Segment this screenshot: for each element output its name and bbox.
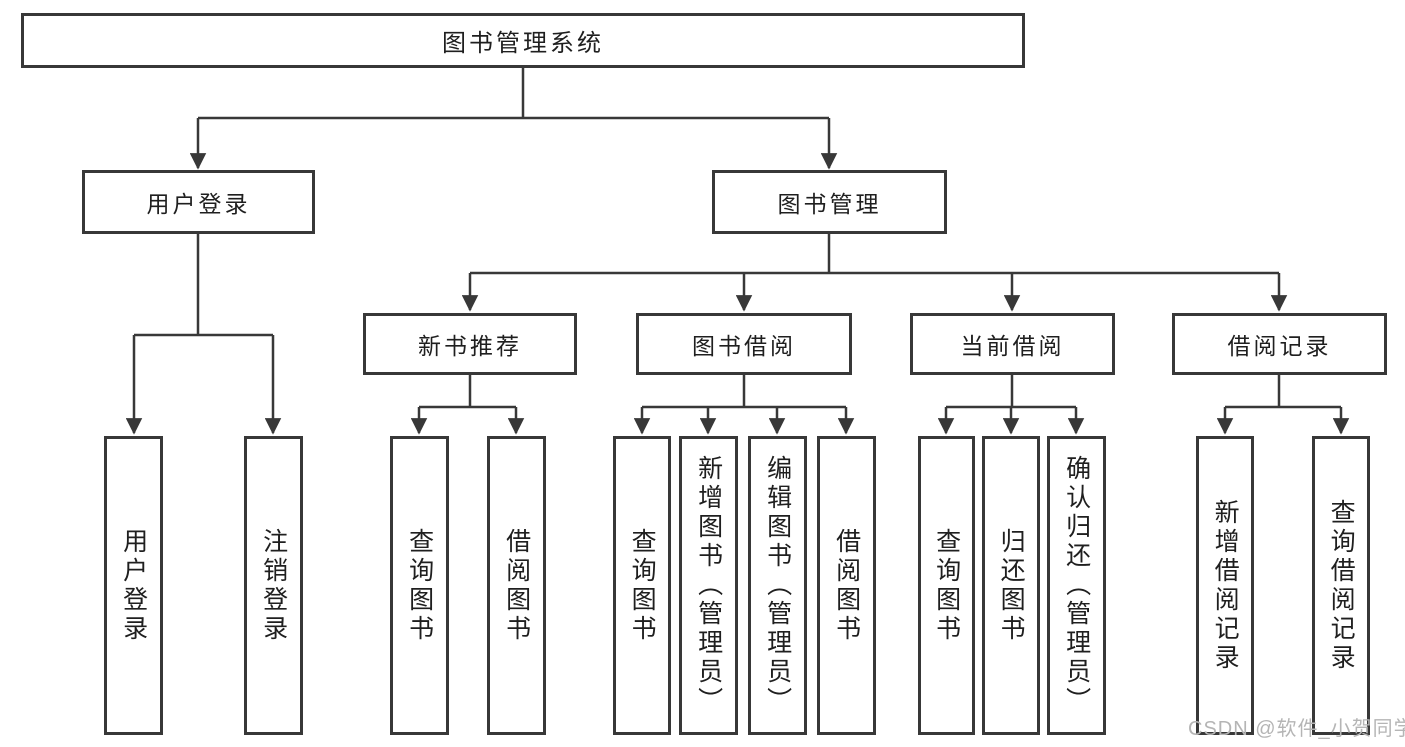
leaf-logout-label: 注销登录: [259, 527, 288, 644]
leaf-add-books-admin-label: 新增图书（管理员）: [694, 455, 723, 716]
node-new-book-recommendation-label: 新书推荐: [418, 333, 522, 359]
node-current-borrowing-label: 当前借阅: [960, 333, 1065, 359]
node-book-management: 图书管理: [712, 170, 947, 234]
node-book-borrowing-label: 图书借阅: [692, 333, 796, 359]
csdn-watermark: CSDN @软件_小贺同学: [1188, 718, 1405, 740]
leaf-edit-books-admin: 编辑图书（管理员）: [748, 436, 807, 735]
node-current-borrowing: 当前借阅: [910, 313, 1115, 375]
node-library-system-label: 图书管理系统: [442, 30, 604, 57]
leaf-query-books-current: 查询图书: [918, 436, 975, 735]
leaf-edit-books-admin-label: 编辑图书（管理员）: [763, 455, 792, 716]
node-user-login-label: 用户登录: [146, 191, 251, 217]
node-library-system: 图书管理系统: [21, 13, 1025, 68]
node-new-book-recommendation: 新书推荐: [363, 313, 577, 375]
leaf-return-books-label: 归还图书: [997, 527, 1026, 644]
leaf-borrow-books-newbook-label: 借阅图书: [502, 527, 531, 644]
node-borrowing-records-label: 借阅记录: [1227, 333, 1332, 359]
node-book-management-label: 图书管理: [777, 191, 882, 217]
leaf-add-borrow-record: 新增借阅记录: [1196, 436, 1254, 735]
leaf-query-books-borrow-label: 查询图书: [628, 527, 657, 644]
leaf-add-borrow-record-label: 新增借阅记录: [1211, 498, 1240, 673]
leaf-user-login-label: 用户登录: [119, 527, 148, 644]
node-book-borrowing: 图书借阅: [636, 313, 852, 375]
leaf-query-borrow-record: 查询借阅记录: [1312, 436, 1370, 735]
node-borrowing-records: 借阅记录: [1172, 313, 1387, 375]
leaf-add-books-admin: 新增图书（管理员）: [679, 436, 738, 735]
leaf-query-books-borrow: 查询图书: [613, 436, 671, 735]
leaf-query-books-newbook-label: 查询图书: [405, 527, 434, 644]
leaf-query-borrow-record-label: 查询借阅记录: [1327, 498, 1356, 673]
leaf-confirm-return-admin: 确认归还（管理员）: [1047, 436, 1106, 735]
leaf-query-books-current-label: 查询图书: [932, 527, 961, 644]
leaf-user-login: 用户登录: [104, 436, 163, 735]
leaf-confirm-return-admin-label: 确认归还（管理员）: [1062, 455, 1091, 716]
node-user-login: 用户登录: [82, 170, 315, 234]
leaf-borrow-books-borrow: 借阅图书: [817, 436, 876, 735]
leaf-borrow-books-newbook: 借阅图书: [487, 436, 546, 735]
leaf-logout: 注销登录: [244, 436, 303, 735]
leaf-query-books-newbook: 查询图书: [390, 436, 449, 735]
leaf-borrow-books-borrow-label: 借阅图书: [832, 527, 861, 644]
leaf-return-books: 归还图书: [982, 436, 1040, 735]
